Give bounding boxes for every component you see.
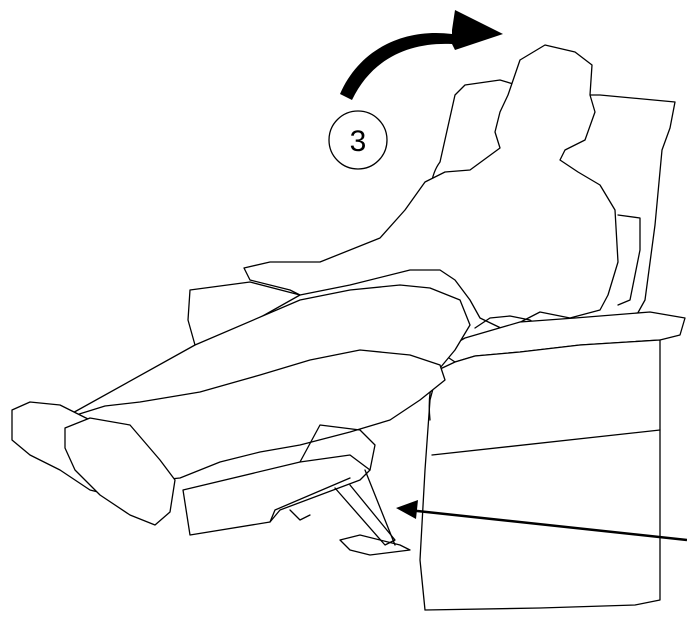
- chair-armrest: [419, 311, 686, 611]
- pointer-arrow-icon: [396, 500, 687, 542]
- step-number: 3: [350, 125, 367, 158]
- footrest-mechanism: [289, 469, 411, 556]
- chair-footrest: [182, 424, 376, 536]
- curved-arrow-icon: [340, 10, 503, 100]
- person-torso: [243, 44, 619, 331]
- chair-side-cushion: [617, 214, 641, 306]
- step-badge: 3: [328, 110, 388, 170]
- person-legs: [11, 284, 471, 526]
